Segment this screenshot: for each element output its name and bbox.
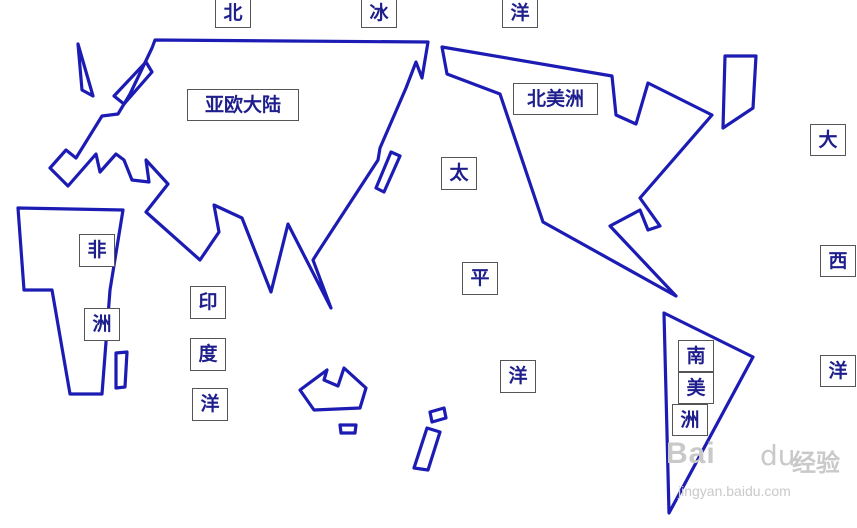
new-zealand-south-outline bbox=[412, 426, 442, 472]
new-zealand-outline bbox=[428, 406, 448, 424]
africa-outline bbox=[16, 206, 125, 396]
label-pacific-ocean-2: 平 bbox=[462, 262, 498, 295]
japan-outline bbox=[374, 150, 402, 194]
label-indian-ocean-1: 印 bbox=[190, 286, 226, 319]
north-america-outline bbox=[440, 45, 714, 298]
watermark-jingyan: 经验 bbox=[792, 449, 840, 477]
label-eurasia: 亚欧大陆 bbox=[187, 89, 299, 121]
madagascar-outline bbox=[114, 350, 129, 390]
eurasia-outline bbox=[48, 38, 430, 310]
watermark-brand: Bai bbox=[666, 437, 716, 470]
label-africa-2: 洲 bbox=[84, 308, 120, 341]
watermark-url: jingyan.baidu.com bbox=[678, 483, 791, 499]
label-south-america-1: 南 bbox=[678, 340, 714, 372]
label-pacific-ocean-3: 洋 bbox=[500, 360, 536, 393]
greenland-outline bbox=[721, 54, 758, 130]
south-america-outline bbox=[662, 311, 755, 515]
watermark-paw: du bbox=[760, 439, 796, 472]
label-indian-ocean-3: 洋 bbox=[192, 388, 228, 421]
label-atlantic-ocean-1: 大 bbox=[810, 124, 846, 156]
label-north-america: 北美洲 bbox=[513, 83, 598, 115]
label-arctic-ocean-1: 北 bbox=[215, 0, 251, 28]
label-indian-ocean-2: 度 bbox=[190, 338, 226, 371]
label-atlantic-ocean-2: 西 bbox=[820, 245, 856, 277]
baidu-jingyan-watermark: Bai du 经验 jingyan.baidu.com bbox=[664, 437, 854, 517]
australia-outline bbox=[298, 366, 368, 412]
scandinavia-peninsula-outline bbox=[112, 60, 154, 106]
label-arctic-ocean-2: 冰 bbox=[361, 0, 397, 28]
label-arctic-ocean-3: 洋 bbox=[502, 0, 538, 28]
label-pacific-ocean-1: 太 bbox=[441, 157, 477, 190]
label-south-america-2: 美 bbox=[678, 372, 714, 404]
label-south-america-3: 洲 bbox=[672, 404, 708, 436]
tasmania-outline bbox=[338, 423, 358, 435]
label-atlantic-ocean-3: 洋 bbox=[820, 355, 856, 387]
label-africa-1: 非 bbox=[79, 234, 115, 267]
britain-outline bbox=[76, 42, 95, 98]
